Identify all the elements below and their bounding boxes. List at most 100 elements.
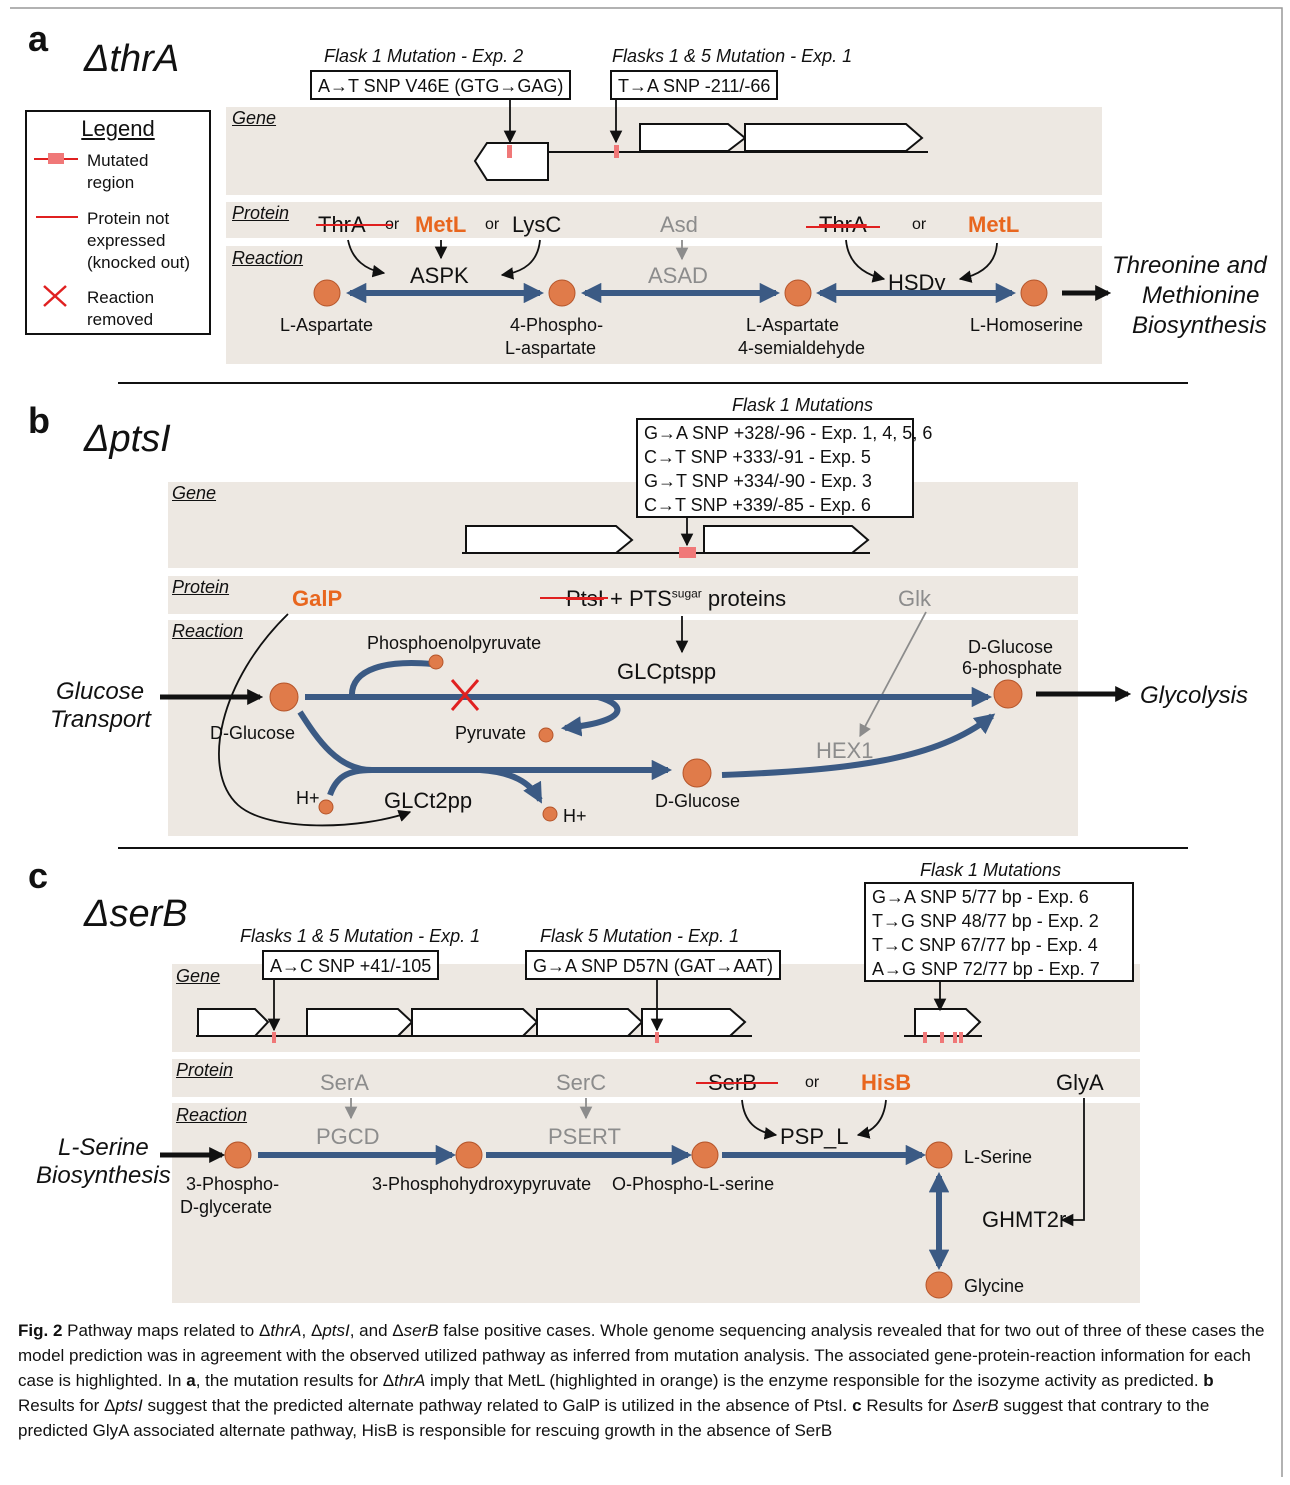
metabolite-d-glucose-1: D-Glucose [210, 723, 296, 743]
metabolite-4-phospho-line1: 4-Phospho- [510, 315, 604, 335]
panel-a-reaction-label: Reaction [232, 248, 304, 268]
panel-c-gene-label: Gene [176, 966, 221, 986]
panel-c-protein-row [172, 1059, 1140, 1097]
caption-italic-5: ptsI [115, 1396, 143, 1415]
or-3: or [912, 216, 927, 233]
panel-b-letter: b [28, 400, 50, 441]
protein-pts-sugar: sugar [671, 586, 702, 601]
protein-galP: GalP [292, 586, 343, 611]
legend-knockout-line1: Protein not [87, 209, 170, 228]
metabolite-4-phospho-line2: L-aspartate [505, 338, 597, 358]
panel-c-mutation2-box: G→A SNP D57N (GAT→AAT) [525, 950, 782, 980]
gene-hisC: hisC [555, 1011, 600, 1036]
metabolite-glycine: Glycine [964, 1276, 1025, 1296]
or-2: or [485, 216, 500, 233]
caption-italic-4: thrA [394, 1371, 426, 1390]
metabolite-l-serine: L-Serine [964, 1147, 1033, 1167]
caption-text-5: , the mutation results for Δ [195, 1371, 395, 1390]
panel-c-mutation2-header: Flask 5 Mutation - Exp. 1 [540, 926, 740, 946]
gene-hisR: hisR [918, 1011, 963, 1036]
protein-metL-1: MetL [415, 212, 467, 237]
panel-c-letter: c [28, 855, 49, 896]
input-l-serine-line2: Biosynthesis [36, 1162, 171, 1189]
metabolite-3php: 3-Phosphohydroxypyruvate [372, 1174, 592, 1194]
metabolite-3pg-line1: 3-Phospho- [186, 1174, 280, 1194]
metabolite-g6p-line2: 6-phosphate [962, 658, 1063, 678]
panel-b-mutations-box: G→A SNP +328/-96 - Exp. 1, 4, 5, 6 C→T S… [636, 418, 932, 518]
panel-b-gene-label: Gene [172, 483, 217, 503]
panel-c-mutation-line-1: G→A SNP 5/77 bp - Exp. 6 [872, 887, 1089, 907]
gene-galP: galP [750, 529, 797, 554]
input-glucose-line2: Transport [50, 706, 151, 733]
reaction-hex1: HEX1 [816, 738, 874, 763]
legend-mutated-line2: region [87, 173, 135, 192]
legend-knockout-line2: expressed [87, 231, 166, 250]
panel-a-protein-label: Protein [232, 203, 290, 223]
caption-text-1: Pathway maps related to Δ [62, 1321, 271, 1340]
protein-pts-rest: proteins [701, 586, 787, 611]
caption-text-8: suggest that the predicted alternate pat… [142, 1396, 853, 1415]
legend-removed-line1: Reaction [87, 288, 155, 307]
protein-thrA-2: ThrA [819, 212, 867, 237]
protein-ptsI-group: PtsI + PTSsugar proteins [566, 586, 786, 612]
output-threonine-line3: Biosynthesis [1132, 312, 1267, 339]
protein-ptsI: PtsI [566, 586, 604, 611]
caption-bold-b: b [1203, 1371, 1214, 1390]
input-glucose-line1: Glucose [56, 678, 145, 705]
legend-title: Legend [81, 116, 155, 141]
panel-a-gene-label: Gene [232, 108, 277, 128]
protein-glyA: GlyA [1056, 1070, 1104, 1095]
protein-asd: Asd [660, 212, 698, 237]
caption-bold-a: a [186, 1371, 196, 1390]
legend-box: Legend Mutated region Protein not expres… [25, 110, 211, 335]
caption-text-7: Results for Δ [18, 1396, 116, 1415]
caption-italic-1: thrA [270, 1321, 302, 1340]
or-c: or [805, 1074, 820, 1091]
gene-metB: metB [656, 126, 708, 151]
panel-a-mutation2-box: T→A SNP -211/-66 [610, 70, 779, 100]
panel-c-mutation3-box: G→A SNP 5/77 bp - Exp. 6 T→G SNP 48/77 b… [864, 882, 1134, 982]
metabolite-pyruvate: Pyruvate [455, 723, 527, 743]
protein-metL-2: MetL [968, 212, 1020, 237]
gene-metJ: metJ [487, 154, 535, 179]
metabolite-h-plus-1: H+ [296, 788, 320, 808]
metabolite-o-phospho-l-serine: O-Phospho-L-serine [612, 1174, 775, 1194]
metabolite-l-homoserine: L-Homoserine [970, 315, 1084, 335]
panel-b-protein-label: Protein [172, 577, 230, 597]
gene-metK: metK [512, 529, 564, 554]
legend-mutated-line1: Mutated [87, 151, 149, 170]
input-l-serine-line1: L-Serine [58, 1134, 149, 1161]
caption-italic-3: serB [403, 1321, 439, 1340]
gene-hisB: hisB [660, 1011, 708, 1036]
panel-c-mutation-line-2: T→G SNP 48/77 bp - Exp. 2 [872, 911, 1099, 931]
panel-c-mutation1-box: A→C SNP +41/-105 [262, 950, 440, 980]
caption-text-6: imply that MetL (highlighted in orange) … [425, 1371, 1204, 1390]
caption-fig-label: Fig. 2 [18, 1321, 63, 1340]
reaction-pgcd: PGCD [316, 1124, 380, 1149]
panel-b-mutations-header: Flask 1 Mutations [732, 395, 874, 415]
figure-caption: Fig. 2 Pathway maps related to ΔthrA, Δp… [18, 1318, 1273, 1443]
panel-b-mutation-line-2: C→T SNP +333/-91 - Exp. 5 [644, 447, 871, 467]
panel-c-title: ΔserB [84, 893, 188, 935]
metabolite-phosphoenolpyruvate: Phosphoenolpyruvate [367, 633, 542, 653]
panel-a-mutation1-header: Flask 1 Mutation - Exp. 2 [324, 46, 524, 66]
gene-hisL: hisL [205, 1011, 246, 1036]
protein-pts-plus: + PTS [603, 586, 672, 611]
metabolite-h-plus-2: H+ [563, 806, 587, 826]
metabolite-l-aspartate: L-Aspartate [280, 315, 374, 335]
metabolite-d-glucose-2: D-Glucose [655, 791, 741, 811]
protein-thrA-1: ThrA [318, 212, 366, 237]
metabolite-3pg-line2: D-glycerate [180, 1197, 273, 1217]
protein-serA: SerA [320, 1070, 369, 1095]
protein-hisB: HisB [861, 1070, 912, 1095]
caption-text-3: , and Δ [349, 1321, 404, 1340]
legend-removed-line2: removed [87, 310, 154, 329]
reaction-hsdy: HSDy [888, 270, 946, 295]
output-threonine-line1: Threonine and [1112, 252, 1267, 279]
caption-bold-c: c [852, 1396, 862, 1415]
panel-b-reaction-label: Reaction [172, 621, 244, 641]
metabolite-l-aspartate-semialdehyde-line2: 4-semialdehyde [738, 338, 866, 358]
caption-text-2: , Δ [301, 1321, 323, 1340]
gene-hisG: hisG [330, 1011, 376, 1036]
output-threonine-line2: Methionine [1142, 282, 1260, 309]
